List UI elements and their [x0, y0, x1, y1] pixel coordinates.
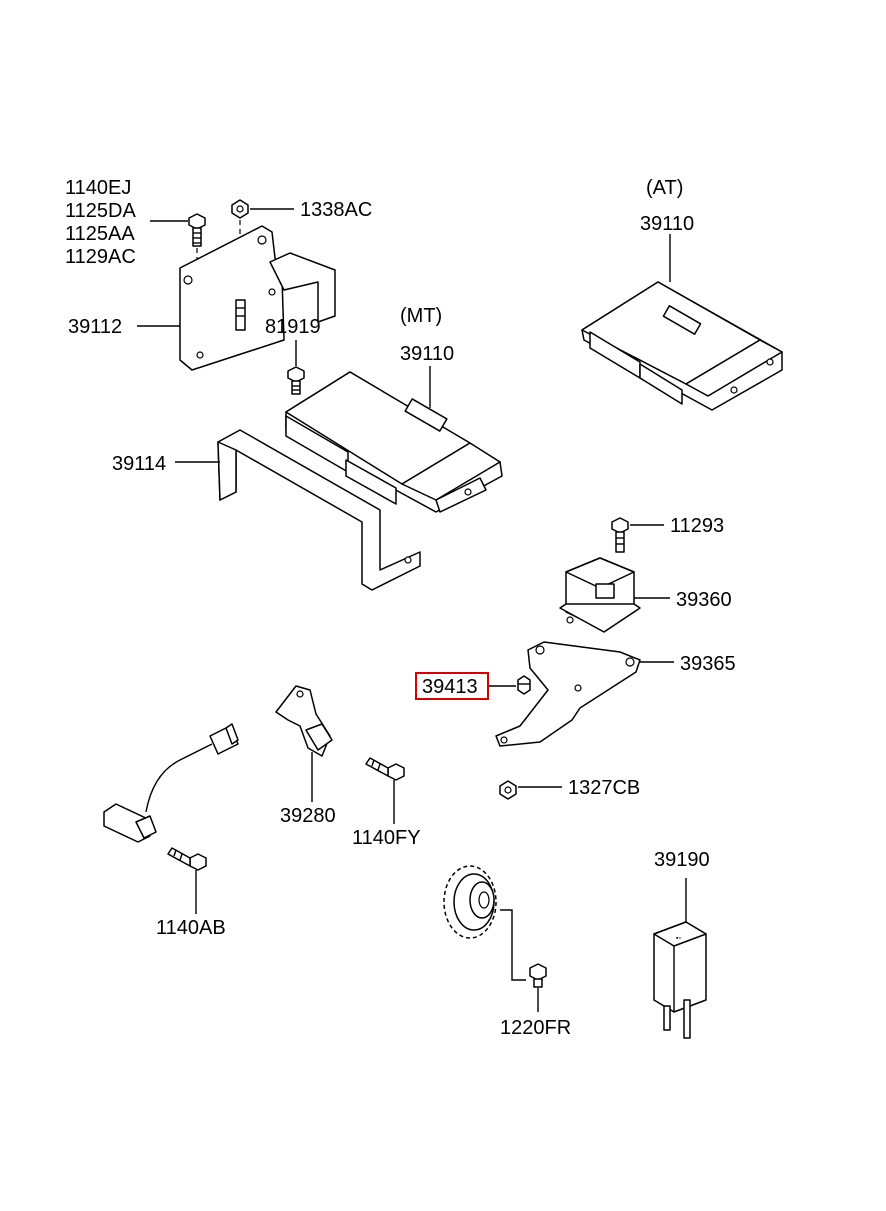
nut-1338ac[interactable]	[231, 199, 294, 310]
bolt-81919[interactable]	[287, 340, 305, 395]
bolt-1140fy[interactable]	[365, 757, 405, 824]
sensor-wheel-gear[interactable]	[443, 865, 526, 981]
label-81919: 81919	[265, 316, 321, 338]
relay-39190[interactable]: ▪▫	[653, 878, 707, 1039]
bolt-11293[interactable]	[611, 517, 664, 553]
bracket-39365[interactable]	[495, 641, 674, 747]
highlight-box-39413	[415, 672, 489, 700]
bolt-1220fr[interactable]	[529, 963, 547, 1012]
bolt-1140ab[interactable]	[167, 847, 207, 914]
label-1140ab: 1140AB	[156, 917, 226, 939]
bolt-1140ej-group[interactable]	[150, 213, 206, 355]
bracket-39112[interactable]	[137, 225, 336, 371]
label-39110-at: 39110	[640, 213, 694, 235]
label-39365: 39365	[680, 653, 736, 675]
label-at: (AT)	[646, 177, 683, 199]
label-39413: 39413	[422, 676, 478, 698]
label-1129ac: 1129AC	[65, 246, 136, 268]
label-1140ej: 1140EJ	[65, 177, 131, 199]
label-1125da: 1125DA	[65, 200, 136, 222]
label-11293: 11293	[670, 515, 724, 537]
label-39112: 39112	[68, 316, 122, 338]
label-1140fy: 1140FY	[352, 827, 421, 849]
label-1327cb: 1327CB	[568, 777, 640, 799]
bracket-39114[interactable]	[175, 429, 421, 591]
label-1125aa: 1125AA	[65, 223, 135, 245]
clip-39280[interactable]	[275, 685, 333, 802]
module-39360[interactable]	[559, 557, 670, 633]
crankshaft-sensor[interactable]	[103, 723, 239, 843]
label-39114: 39114	[112, 453, 166, 475]
nut-39413[interactable]	[489, 675, 531, 695]
label-39280: 39280	[280, 805, 336, 827]
relay-marking: ▪▫	[676, 935, 681, 942]
label-39190: 39190	[654, 849, 710, 871]
ecu-39110-at[interactable]	[581, 234, 783, 411]
ecu-39110-mt[interactable]	[285, 366, 503, 513]
label-mt: (MT)	[400, 305, 442, 327]
label-1338ac: 1338AC	[300, 199, 372, 221]
nut-1327cb[interactable]	[499, 780, 562, 800]
label-1220fr: 1220FR	[500, 1017, 571, 1039]
label-39110-mt: 39110	[400, 343, 454, 365]
label-39360: 39360	[676, 589, 732, 611]
